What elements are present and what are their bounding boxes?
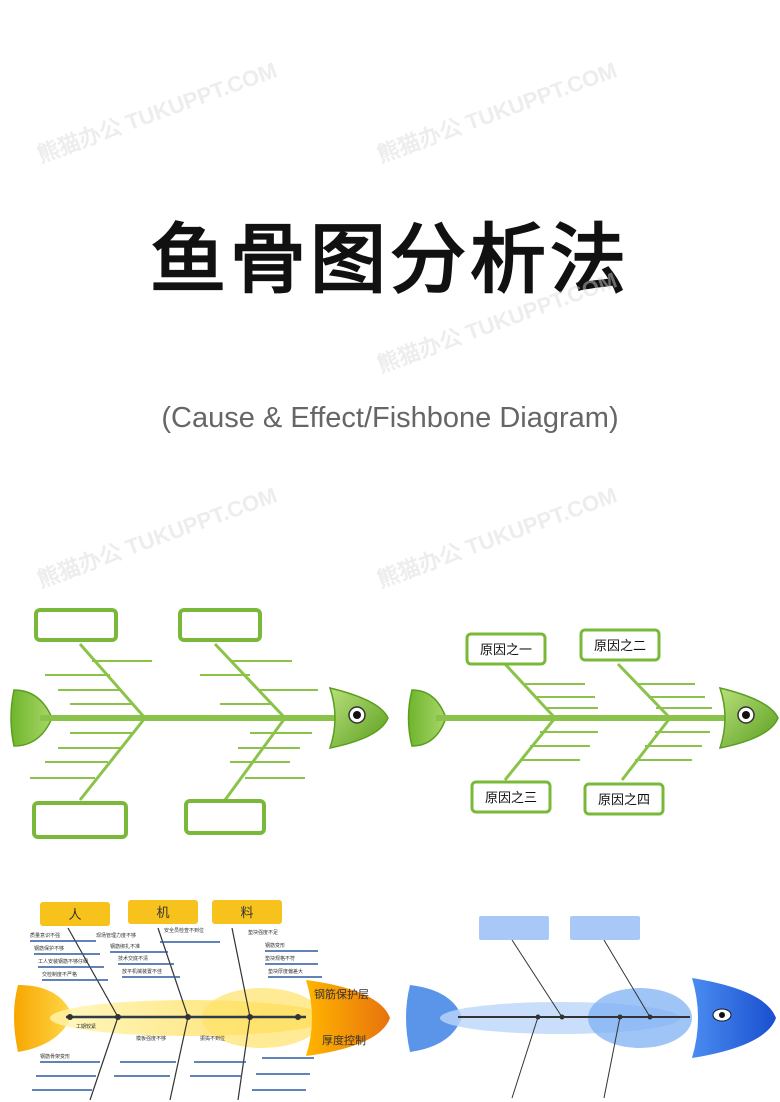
note: 质量意识不强	[30, 932, 60, 939]
note: 垫块厚度偏差大	[268, 968, 303, 975]
fish-tail	[14, 985, 72, 1052]
note: 钢筋骨架变形	[40, 1053, 70, 1060]
category-label: 料	[240, 906, 253, 921]
note: 振捣不到位	[200, 1035, 225, 1042]
cause-box	[178, 608, 262, 642]
cause-box-3	[470, 780, 552, 814]
cause-box-2	[579, 628, 661, 662]
cause-box	[34, 608, 118, 642]
note: 垫块规格不符	[265, 955, 295, 962]
cause-box	[479, 916, 549, 940]
effect-label-top: 钢筋保护层	[314, 987, 369, 1001]
fish-tail	[407, 689, 447, 747]
note: 工人安装钢筋不够仔细	[38, 958, 88, 965]
cause-label: 原因之一	[480, 643, 532, 658]
cause-box	[570, 916, 640, 940]
note: 工期较紧	[76, 1023, 96, 1030]
page-subtitle: (Cause & Effect/Fishbone Diagram)	[161, 402, 619, 434]
note: 垫块强度不足	[248, 929, 278, 936]
fish-head	[306, 980, 390, 1056]
cause-box-4	[583, 782, 665, 816]
category-tab	[40, 902, 110, 926]
note: 安全员检查不到位	[164, 927, 204, 934]
cause-label: 原因之三	[485, 791, 537, 806]
cause-box	[184, 799, 266, 835]
category-tab	[128, 900, 198, 924]
note: 钢筋绑扎不准	[110, 943, 140, 950]
fish-tail	[406, 985, 462, 1052]
cause-label: 原因之四	[598, 793, 650, 808]
note: 钢筋变形	[265, 942, 285, 949]
page-title: 鱼骨图分析法	[150, 215, 630, 304]
cause-box-1	[465, 632, 547, 666]
note: 放平机械装置不佳	[122, 968, 162, 975]
note: 交检制度不严格	[42, 971, 77, 978]
cause-box	[32, 801, 128, 839]
note: 技术交底不清	[118, 955, 148, 962]
category-label: 人	[68, 908, 81, 923]
fish-tail	[10, 689, 53, 747]
effect-label-bottom: 厚度控制	[322, 1033, 366, 1047]
fish-head	[692, 978, 776, 1058]
category-tab	[212, 900, 282, 924]
note: 模板强度不够	[136, 1035, 166, 1042]
category-label: 机	[156, 906, 169, 921]
note: 现场管理力度不够	[96, 932, 136, 939]
note: 钢筋保护不够	[34, 945, 64, 952]
cause-label: 原因之二	[594, 639, 646, 654]
